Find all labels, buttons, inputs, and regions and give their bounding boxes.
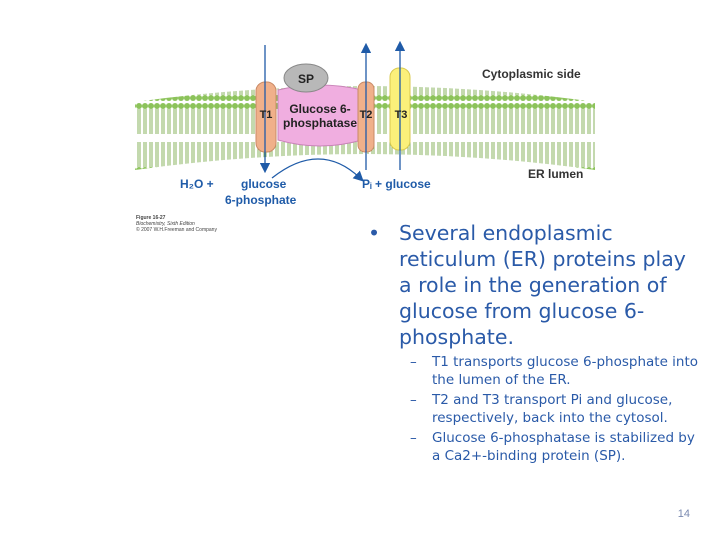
cytoplasmic-side-label: Cytoplasmic side: [482, 67, 581, 81]
sub-bullet: – Glucose 6-phosphatase is stabilized by…: [410, 429, 700, 465]
caption-copyright: © 2007 W.H.Freeman and Company: [136, 227, 217, 233]
caption-book: Biochemistry, Sixth Edition: [136, 221, 195, 227]
er-lumen-label: ER lumen: [528, 167, 583, 181]
six-phosphate-label: 6-phosphate: [225, 193, 297, 207]
sub-bullet: – T1 transports glucose 6-phosphate into…: [410, 353, 700, 389]
sub-bullet-text: T2 and T3 transport Pi and glucose, resp…: [432, 392, 673, 426]
hydrolysis-arrow: [271, 158, 364, 182]
dash-marker: –: [410, 392, 417, 408]
figure-caption: Figure 16-27 Biochemistry, Sixth Edition…: [136, 215, 246, 233]
enzyme-label-line2: phosphatase: [283, 116, 357, 130]
sub-bullet: – T2 and T3 transport Pi and glucose, re…: [410, 391, 700, 427]
sub-bullet-text: Glucose 6-phosphatase is stabilized by a…: [432, 430, 695, 464]
sub-bullet-list: – T1 transports glucose 6-phosphate into…: [410, 353, 700, 467]
t1-transporter: [255, 81, 277, 153]
bullet-dot: •: [368, 221, 381, 245]
t1-label: T1: [260, 109, 273, 121]
er-membrane-diagram: SP Glucose 6- phosphatase T1 T2 T3 Cytop…: [135, 40, 595, 207]
sp-label: SP: [298, 72, 314, 86]
enzyme-label-line1: Glucose 6-: [289, 102, 350, 116]
pi-glucose-label: Pᵢ + glucose: [362, 177, 431, 191]
h2o-label: H₂O +: [180, 177, 214, 191]
t3-label: T3: [395, 109, 408, 121]
dash-marker: –: [410, 430, 417, 446]
sub-bullet-text: T1 transports glucose 6-phosphate into t…: [432, 354, 699, 388]
page-number: 14: [677, 508, 690, 520]
caption-figure-number: Figure 16-27: [136, 215, 166, 221]
t2-label: T2: [360, 109, 373, 121]
main-bullet-text: Several endoplasmic reticulum (ER) prote…: [399, 221, 686, 349]
glucose-label: glucose: [241, 177, 287, 191]
arrows: [259, 40, 406, 182]
dash-marker: –: [410, 354, 417, 370]
sp-protein: [283, 63, 329, 93]
main-bullet: • Several endoplasmic reticulum (ER) pro…: [368, 220, 688, 350]
